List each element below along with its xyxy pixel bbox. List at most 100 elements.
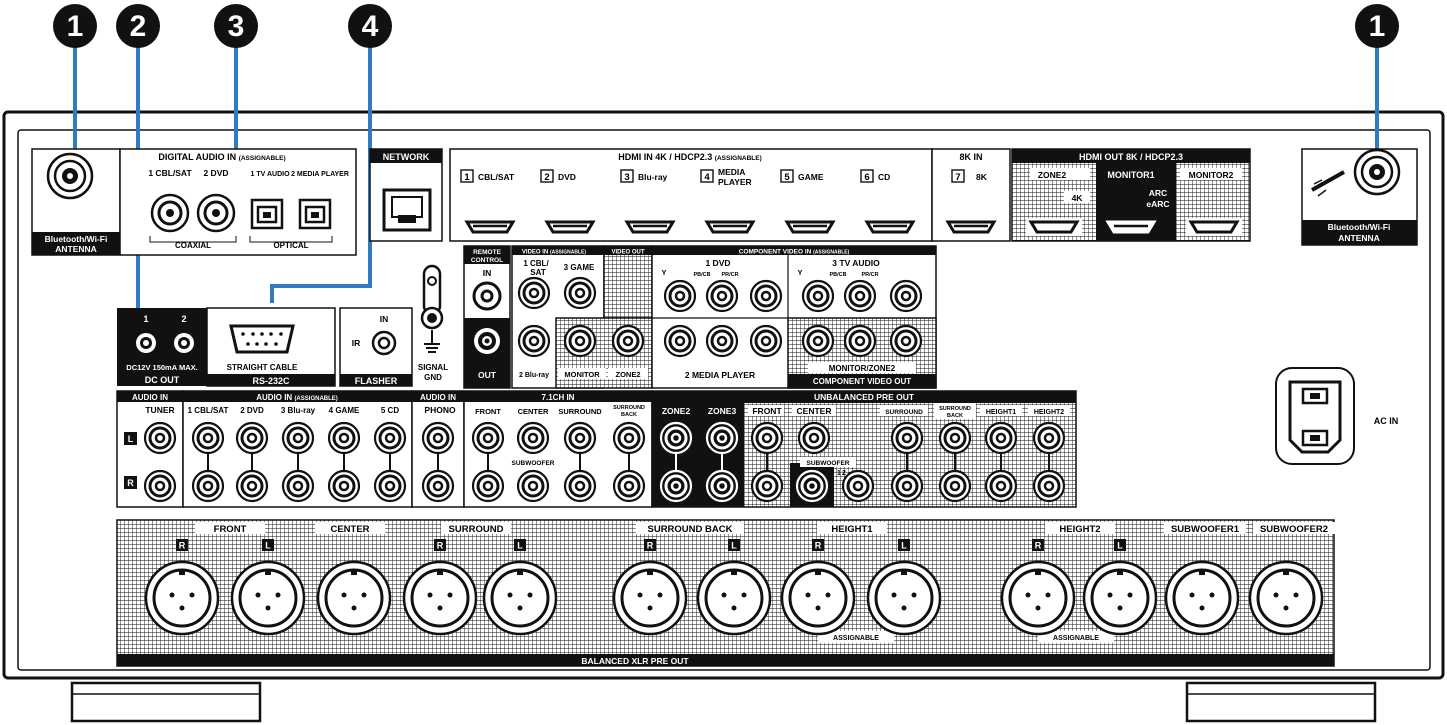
pre-front-r-jack[interactable]: [750, 469, 784, 503]
component-in-3-jack-2[interactable]: [889, 279, 923, 313]
hdmi-out-zone2-port[interactable]: [1026, 218, 1082, 236]
network-panel[interactable]: NETWORK: [369, 148, 443, 242]
xlr-jack-4[interactable]: [482, 560, 558, 636]
pre-height2-l-jack[interactable]: [1032, 421, 1066, 455]
audio-in-assign-r-jack[interactable]: [235, 469, 269, 503]
audio-in-assign-r-jack[interactable]: [191, 469, 225, 503]
xlr-jack-3[interactable]: [402, 560, 478, 636]
pre-height1-l-jack[interactable]: [984, 421, 1018, 455]
audio-in-assign-r-jack[interactable]: [281, 469, 315, 503]
hdmi-in-port-1[interactable]: [464, 220, 516, 234]
ch71-jack-bottom-2[interactable]: [563, 469, 597, 503]
pre-surround-l-jack[interactable]: [890, 421, 924, 455]
xlr-jack-8[interactable]: [866, 560, 942, 636]
ch71-jack-top-3[interactable]: [612, 421, 646, 455]
pre-front-l-jack[interactable]: [750, 421, 784, 455]
svg-text:ASSIGNABLE: ASSIGNABLE: [1053, 635, 1099, 642]
xlr-label: HEIGHT2: [1059, 524, 1100, 535]
xlr-jack-0[interactable]: [144, 560, 220, 636]
phono-r-jack[interactable]: [421, 469, 455, 503]
pre-height2-r-jack[interactable]: [1032, 469, 1066, 503]
hdmi-out-monitor2-port[interactable]: [1186, 218, 1242, 236]
ac-inlet[interactable]: [1275, 367, 1355, 465]
component-in-1-jack-1[interactable]: [705, 279, 739, 313]
hdmi-in-port-3[interactable]: [624, 220, 676, 234]
ch71-jack-bottom-3[interactable]: [612, 469, 646, 503]
antenna-right[interactable]: Bluetooth/Wi-Fi ANTENNA: [1301, 148, 1418, 246]
optical-jack-1[interactable]: [250, 198, 284, 230]
pre-height1-r-jack[interactable]: [984, 469, 1018, 503]
hdmi-in-port-5[interactable]: [784, 220, 836, 234]
svg-text:IR: IR: [352, 338, 361, 348]
ethernet-port[interactable]: [382, 188, 432, 232]
xlr-jack-7[interactable]: [780, 560, 856, 636]
rs232c-port[interactable]: [229, 324, 295, 354]
hdmi-8k-in-port[interactable]: [945, 220, 997, 234]
xlr-jack-6[interactable]: [696, 560, 772, 636]
antenna-left[interactable]: Bluetooth/Wi-Fi ANTENNA: [31, 148, 121, 256]
video-in-3-jack[interactable]: [563, 276, 597, 310]
pre-surround-back-l-jack[interactable]: [938, 421, 972, 455]
remote-out-jack[interactable]: [474, 328, 500, 354]
audio-in-assign-r-jack[interactable]: [327, 469, 361, 503]
hdmi-in-port-2[interactable]: [544, 220, 596, 234]
video-in-1-jack[interactable]: [517, 276, 551, 310]
component-in-2-jack-1[interactable]: [705, 324, 739, 358]
ch71-jack-top-2[interactable]: [563, 421, 597, 455]
video-out-monitor-jack[interactable]: [563, 324, 597, 358]
component-in-3-jack-0[interactable]: [801, 279, 835, 313]
pre-center-jack[interactable]: [797, 421, 831, 455]
hdmi-out-monitor1-port[interactable]: [1105, 220, 1157, 234]
ch71-jack-top-0[interactable]: [471, 421, 505, 455]
component-out-jack-0[interactable]: [801, 324, 835, 358]
audio-in-assign-l-jack[interactable]: [327, 421, 361, 455]
dc-out-jack-1[interactable]: [136, 333, 156, 353]
zone3-r-jack[interactable]: [705, 469, 739, 503]
optical-jack-2[interactable]: [298, 198, 332, 230]
pre-subwoofer-1-jack[interactable]: [795, 469, 829, 503]
zone2-l-jack[interactable]: [659, 421, 693, 455]
component-in-2-jack-2[interactable]: [749, 324, 783, 358]
hdmi-in-port-4[interactable]: [704, 220, 756, 234]
audio-in-assign-l-jack[interactable]: [281, 421, 315, 455]
ch71-jack-top-1[interactable]: [516, 421, 550, 455]
coaxial-jack-1[interactable]: [150, 193, 190, 233]
xlr-jack-12[interactable]: [1248, 560, 1324, 636]
video-in-2-jack[interactable]: [517, 324, 551, 358]
xlr-jack-1[interactable]: [230, 560, 306, 636]
ch71-jack-bottom-0[interactable]: [471, 469, 505, 503]
component-out-jack-1[interactable]: [843, 324, 877, 358]
component-in-2-jack-0[interactable]: [663, 324, 697, 358]
phono-l-jack[interactable]: [421, 421, 455, 455]
audio-in-assign-r-jack[interactable]: [373, 469, 407, 503]
xlr-jack-10[interactable]: [1082, 560, 1158, 636]
flasher-jack[interactable]: [371, 330, 397, 356]
remote-in-jack[interactable]: [472, 281, 502, 311]
dc-out-jack-2[interactable]: [174, 333, 194, 353]
tuner-l-jack[interactable]: [143, 421, 177, 455]
hdmi-in-port-6[interactable]: [864, 220, 916, 234]
xlr-jack-11[interactable]: [1164, 560, 1240, 636]
xlr-jack-9[interactable]: [1000, 560, 1076, 636]
zone3-l-jack[interactable]: [705, 421, 739, 455]
audio-in-assign-l-jack[interactable]: [373, 421, 407, 455]
video-out-zone2-jack[interactable]: [611, 324, 645, 358]
audio-in-assign-l-jack[interactable]: [235, 421, 269, 455]
component-in-1-jack-0[interactable]: [663, 279, 697, 313]
ch71-jack-bottom-1[interactable]: [516, 469, 550, 503]
tuner-r-jack[interactable]: [143, 469, 177, 503]
xlr-jack-5[interactable]: [612, 560, 688, 636]
zone2-r-jack[interactable]: [659, 469, 693, 503]
pre-surround-r-jack[interactable]: [890, 469, 924, 503]
component-in-1-jack-2[interactable]: [749, 279, 783, 313]
pre-surround-back-r-jack[interactable]: [938, 469, 972, 503]
signal-gnd[interactable]: SIGNAL GND: [418, 264, 448, 382]
pre-subwoofer-2-jack[interactable]: [841, 469, 875, 503]
coaxial-jack-2[interactable]: [196, 193, 236, 233]
component-y-label: Y: [661, 268, 666, 277]
component-out-jack-2[interactable]: [889, 324, 923, 358]
component-in-3-jack-1[interactable]: [843, 279, 877, 313]
audio-in-assign-l-jack[interactable]: [191, 421, 225, 455]
xlr-jack-2[interactable]: [316, 560, 392, 636]
